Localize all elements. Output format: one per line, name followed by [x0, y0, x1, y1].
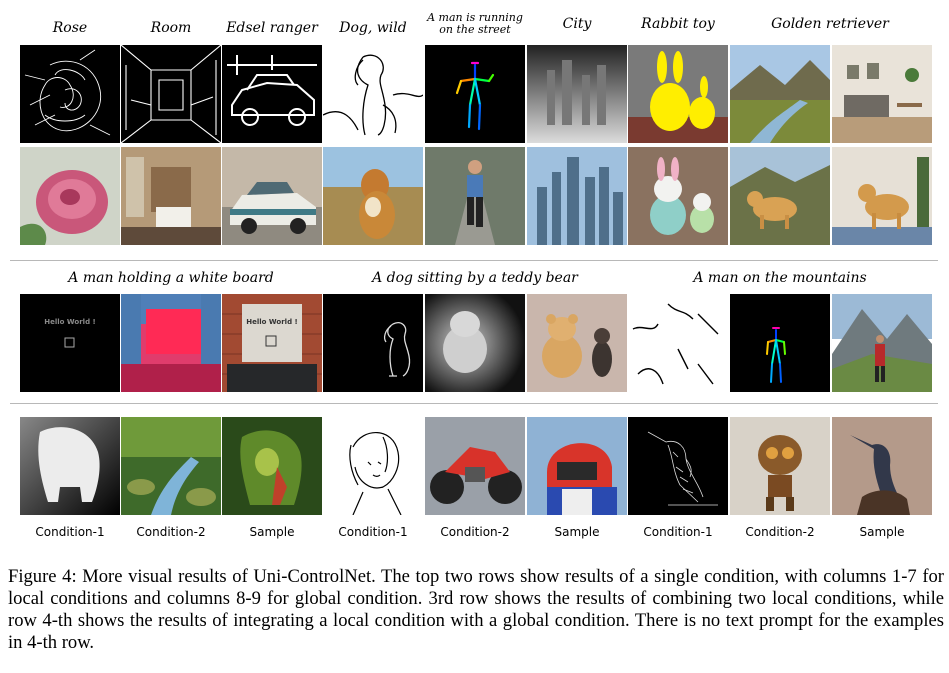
forest-global-condition [121, 417, 221, 515]
dog-sketch-condition [323, 45, 423, 143]
label-golden-retriever: Golden retriever [771, 16, 889, 32]
pose-skeleton-condition [425, 45, 525, 143]
bird-edge-condition [628, 417, 728, 515]
mountain-sketch-condition [628, 294, 728, 392]
label-edsel-ranger: Edsel ranger [226, 20, 318, 36]
caption-condition-2-b: Condition-2 [440, 525, 510, 539]
rose-edge-condition [20, 45, 120, 143]
label-dog-teddy-bear: A dog sitting by a teddy bear [372, 270, 578, 286]
caption-condition-2-c: Condition-2 [745, 525, 815, 539]
car-hed-condition [222, 45, 322, 143]
caption-sample-a: Sample [249, 525, 295, 539]
label-rose: Rose [52, 20, 88, 36]
caption-condition-2-a: Condition-2 [136, 525, 206, 539]
city-depth-condition [527, 45, 627, 143]
separator-2 [10, 403, 938, 404]
mountain-pose-condition [730, 294, 830, 392]
golden-retriever-room-sample [832, 147, 932, 245]
man-board-segmentation-condition [121, 294, 221, 392]
caption-sample-b: Sample [554, 525, 600, 539]
dog-edge-condition [323, 294, 423, 392]
caption-condition-1-c: Condition-1 [643, 525, 713, 539]
man-running-sample [425, 147, 525, 245]
label-room: Room [150, 20, 192, 36]
room-line-condition [121, 45, 221, 143]
separator-1 [10, 260, 938, 261]
city-sample [527, 147, 627, 245]
label-rabbit-toy: Rabbit toy [641, 16, 715, 32]
helmet-sample [527, 417, 627, 515]
robot-global-condition [730, 417, 830, 515]
label-city: City [562, 16, 592, 32]
hello-world-board-text: Hello World ! [246, 318, 297, 326]
girl-sketch-condition [323, 417, 423, 515]
label-dog-wild: Dog, wild [339, 20, 407, 36]
bird-sample [832, 417, 932, 515]
label-man-running: A man is running on the street [427, 11, 523, 36]
motorcycle-global-condition [425, 417, 525, 515]
rose-sample [20, 147, 120, 245]
room-sample [121, 147, 221, 245]
hello-world-text: Hello World ! [44, 318, 95, 326]
man-board-sample: Hello World ! [222, 294, 322, 392]
rabbit-toy-sample [628, 147, 728, 245]
dog-sample [323, 147, 423, 245]
car-sample [222, 147, 322, 245]
label-man-white-board: A man holding a white board [68, 270, 274, 286]
label-man-mountains: A man on the mountains [693, 270, 867, 286]
elephant-forest-sample [222, 417, 322, 515]
elephant-depth-condition [20, 417, 120, 515]
teddy-depth-condition [425, 294, 525, 392]
landscape-global-condition [730, 45, 830, 143]
caption-condition-1-b: Condition-1 [338, 525, 408, 539]
caption-sample-c: Sample [859, 525, 905, 539]
golden-retriever-landscape-sample [730, 147, 830, 245]
figure-caption: Figure 4: More visual results of Uni-Con… [8, 566, 944, 653]
text-edge-condition: Hello World ! [20, 294, 120, 392]
living-room-global-condition [832, 45, 932, 143]
rabbit-segmentation-condition [628, 45, 728, 143]
dog-teddy-sample [527, 294, 627, 392]
caption-condition-1-a: Condition-1 [35, 525, 105, 539]
man-mountains-sample [832, 294, 932, 392]
